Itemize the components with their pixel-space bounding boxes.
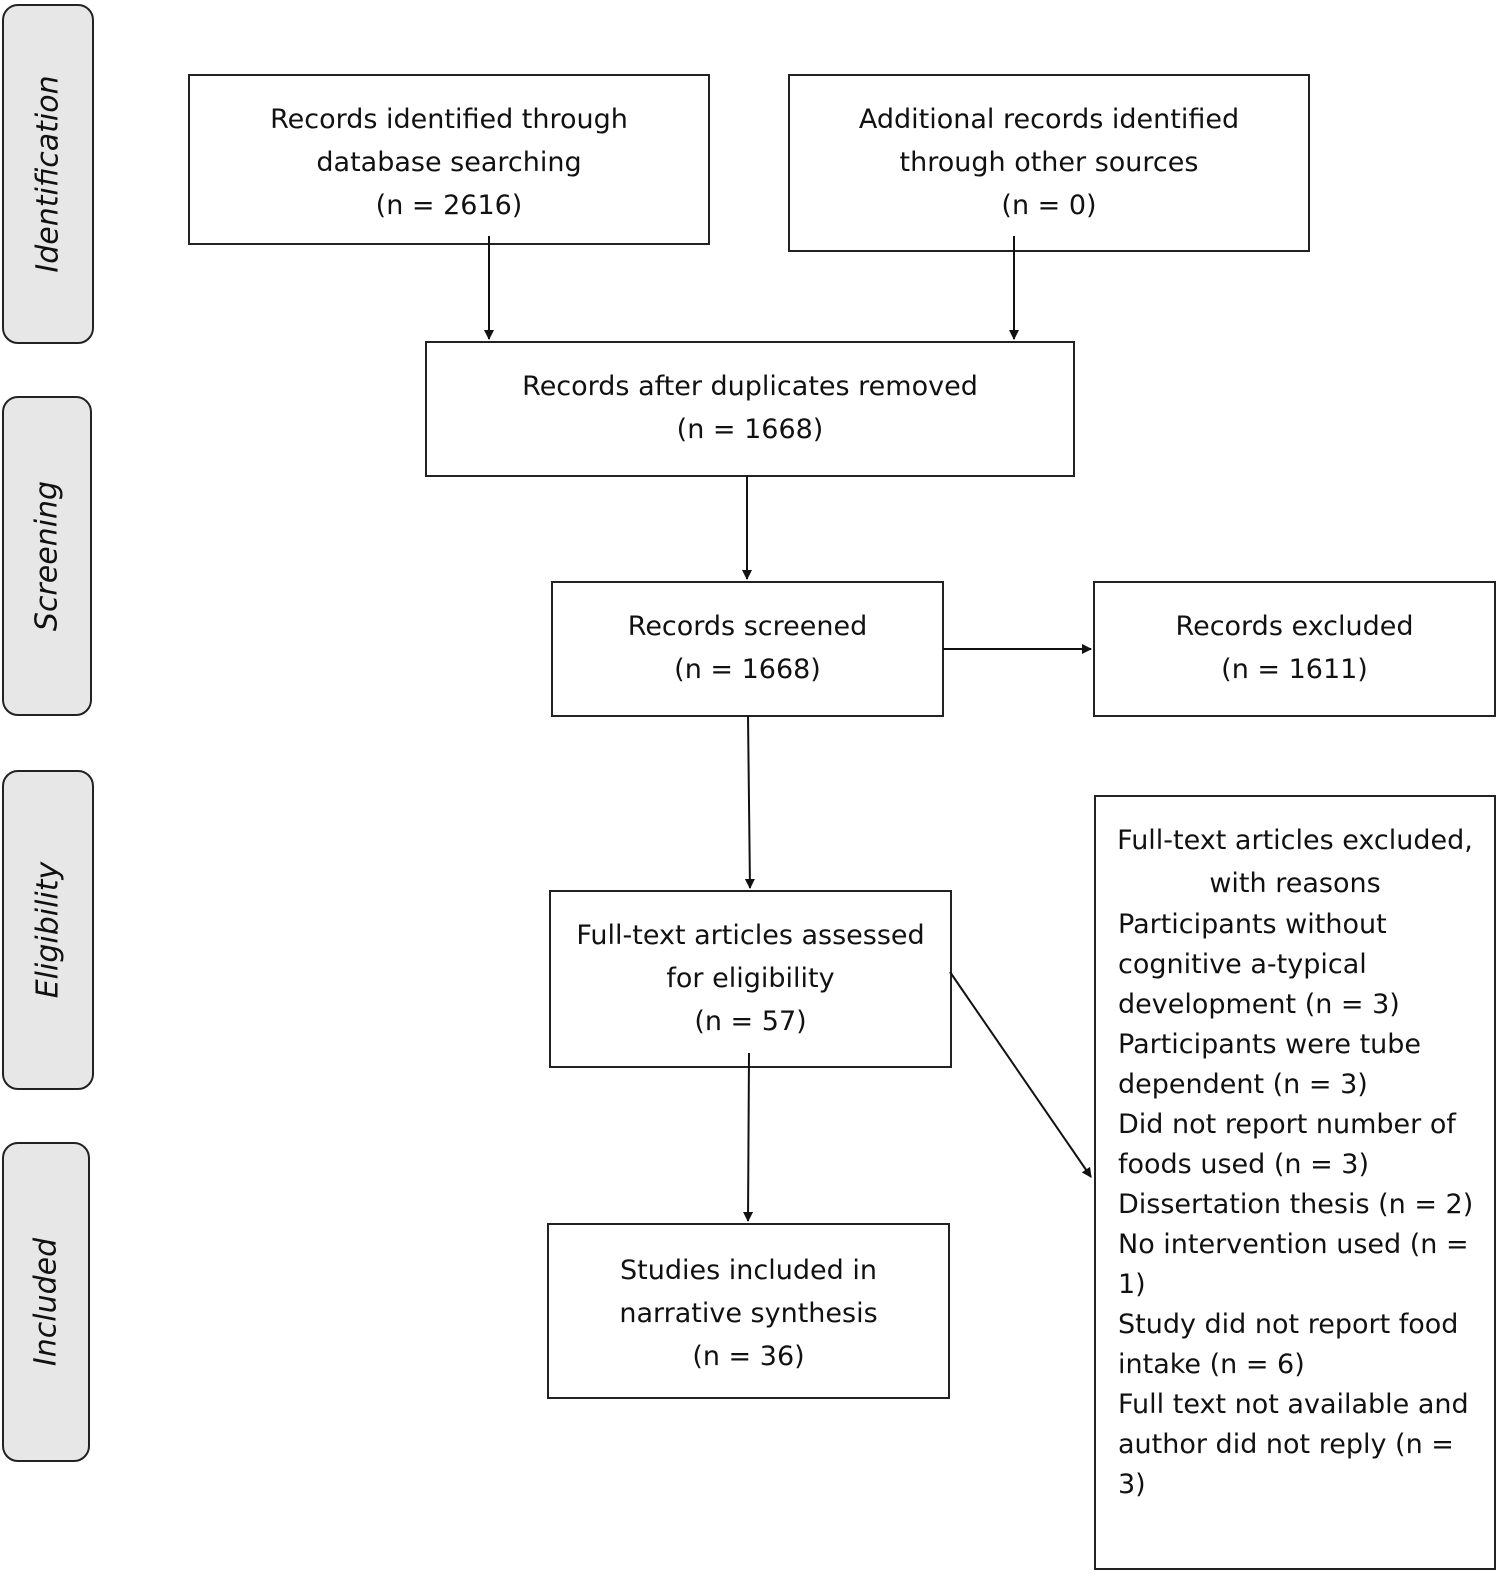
box-full-text-assessed-line1: Full-text articles assessed (576, 920, 925, 951)
phase-eligibility-label: Eligibility (30, 861, 66, 999)
box-duplicates-removed: Records after duplicates removed (n = 16… (425, 341, 1075, 477)
box-studies-included: Studies included in narrative synthesis … (547, 1223, 950, 1399)
exclusion-reason: Participants were tube dependent (n = 3) (1118, 1029, 1422, 1100)
box-full-text-excluded-header1: Full-text articles excluded, (1117, 825, 1473, 856)
box-studies-included-line1: Studies included in (620, 1255, 877, 1286)
box-database-searching-line2: database searching (316, 147, 582, 178)
arrow-fulltext-to-included (743, 1052, 754, 1222)
arrow-screened-to-fulltext (744, 715, 755, 889)
box-records-excluded-line1: Records excluded (1175, 611, 1414, 642)
exclusion-reason: Participants without cognitive a-typical… (1118, 909, 1400, 1020)
phase-identification: Identification (2, 4, 94, 344)
box-full-text-assessed-count: (n = 57) (694, 1006, 807, 1037)
arrow-fulltext-to-excluded (949, 971, 1092, 1178)
exclusion-reason: Full text not available and author did n… (1118, 1389, 1469, 1500)
box-full-text-excluded: Full-text articles excluded, with reason… (1094, 795, 1496, 1570)
box-full-text-assessed-line2: for eligibility (666, 963, 835, 994)
box-records-screened: Records screened (n = 1668) (551, 581, 944, 717)
box-studies-included-count: (n = 36) (692, 1341, 805, 1372)
phase-included-label: Included (28, 1237, 64, 1367)
box-database-searching-count: (n = 2616) (375, 190, 523, 221)
phase-eligibility: Eligibility (2, 770, 94, 1090)
phase-included: Included (2, 1142, 90, 1462)
phase-screening-label: Screening (29, 480, 65, 632)
box-other-sources-line2: through other sources (899, 147, 1199, 178)
box-duplicates-removed-line1: Records after duplicates removed (522, 371, 978, 402)
box-records-excluded: Records excluded (n = 1611) (1093, 581, 1496, 717)
box-database-searching-line1: Records identified through (270, 104, 628, 135)
box-records-excluded-count: (n = 1611) (1221, 654, 1368, 685)
box-database-searching: Records identified through database sear… (188, 74, 710, 245)
phase-identification-label: Identification (30, 75, 66, 273)
exclusion-reason: Study did not report food intake (n = 6) (1118, 1309, 1459, 1380)
box-records-screened-count: (n = 1668) (674, 654, 821, 685)
exclusion-reason: Did not report number of foods used (n =… (1118, 1109, 1456, 1180)
box-full-text-excluded-header2: with reasons (1209, 868, 1381, 899)
box-other-sources: Additional records identified through ot… (788, 74, 1310, 252)
exclusion-reason: Dissertation thesis (n = 2) (1118, 1189, 1474, 1220)
box-other-sources-count: (n = 0) (1001, 190, 1097, 221)
box-studies-included-line2: narrative synthesis (619, 1298, 878, 1329)
box-duplicates-removed-count: (n = 1668) (676, 414, 824, 445)
box-records-screened-line1: Records screened (627, 611, 868, 642)
box-full-text-assessed: Full-text articles assessed for eligibil… (549, 890, 952, 1068)
phase-screening: Screening (2, 396, 92, 716)
exclusion-reason: No intervention used (n = 1) (1118, 1229, 1469, 1300)
box-other-sources-line1: Additional records identified (858, 104, 1240, 135)
